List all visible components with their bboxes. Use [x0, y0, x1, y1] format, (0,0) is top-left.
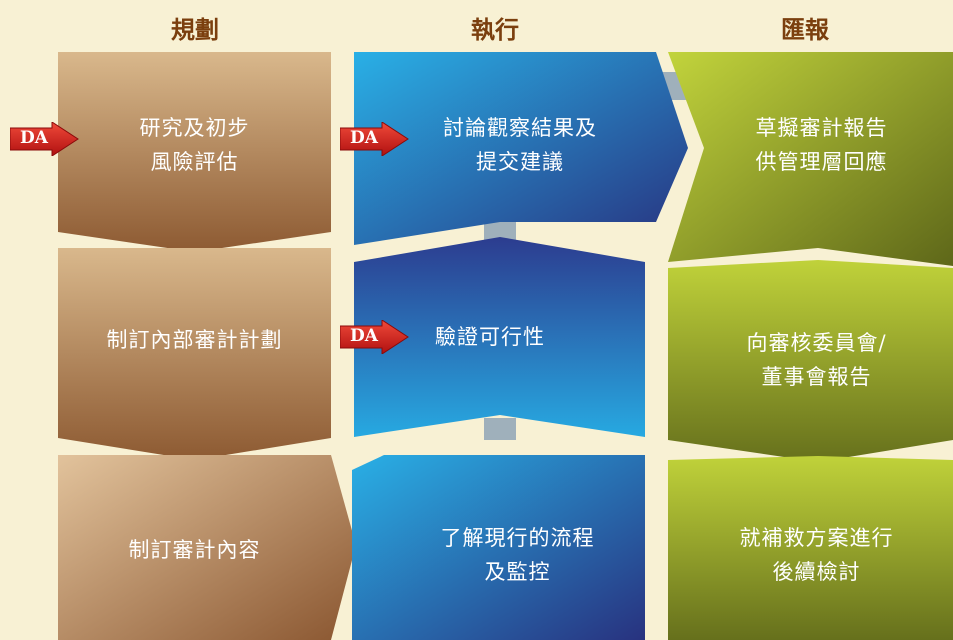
da-label: DA: [350, 326, 378, 346]
da-label: DA: [20, 128, 48, 148]
plan-step-1-shape: [58, 52, 331, 252]
report-step-3-label: 就補救方案進行後續檢討: [739, 526, 894, 584]
da-label: DA: [350, 128, 378, 148]
report-step-3-shape: [668, 456, 953, 640]
report-step-1-label: 草擬審計報告供管理層回應: [755, 116, 888, 174]
exec-step-2-shape: [354, 237, 645, 437]
plan-step-2-label: 制訂內部審計計劃: [106, 328, 283, 352]
column-header-plan: 規劃: [171, 15, 219, 44]
exec-step-3-shape: [352, 455, 645, 640]
da-arrow-icon: [339, 319, 409, 355]
exec-step-1-shape: [354, 52, 688, 245]
da-arrow-badge-3: DA: [339, 319, 410, 355]
da-arrow-icon: [9, 121, 79, 157]
column-header-report: 匯報: [781, 15, 829, 44]
plan-step-2-shape: [58, 248, 331, 460]
da-arrow-badge-1: DA: [9, 121, 80, 157]
plan-step-3-label: 制訂審計內容: [128, 538, 261, 562]
exec-step-3-label: 了解現行的流程及監控: [440, 526, 595, 584]
da-arrow-icon: [339, 121, 409, 157]
da-arrow-badge-2: DA: [339, 121, 410, 157]
exec-step-2-label: 驗證可行性: [435, 325, 545, 349]
column-header-execute: 執行: [471, 15, 519, 44]
report-step-1-shape: [668, 52, 953, 266]
plan-step-3-shape: [58, 455, 356, 640]
exec-step-1-label: 討論觀察結果及提交建議: [443, 116, 597, 174]
report-step-2-label: 向審核委員會/董事會報告: [746, 331, 887, 389]
report-step-2-shape: [668, 260, 953, 462]
connector-exec-3-2: [484, 418, 516, 440]
plan-step-1-label: 研究及初步風險評估: [139, 116, 250, 174]
